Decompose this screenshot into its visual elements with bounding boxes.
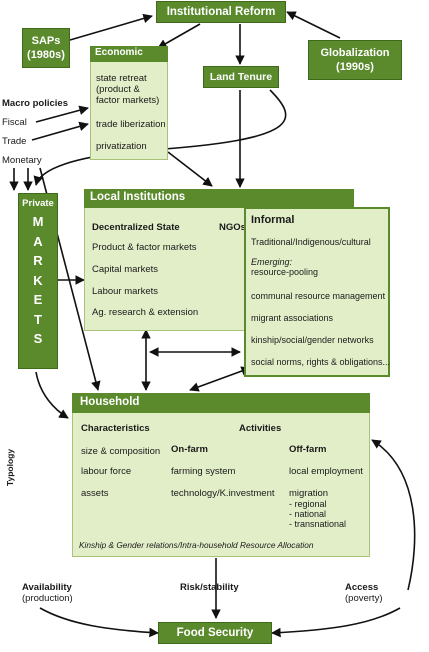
migration-sub-item: - national (289, 509, 327, 519)
activities-header: Activities (239, 423, 282, 434)
macro-policy-item: Monetary (2, 155, 42, 166)
markets-letter: A (33, 233, 43, 249)
institutional-reform-label: Institutional Reform (166, 6, 276, 18)
informal-emerging-label: Emerging: (251, 257, 293, 267)
household-box: Household Characteristics Activities siz… (72, 393, 370, 557)
off-farm-header: Off-farm (289, 444, 327, 455)
macro-policies-title: Macro policies (2, 98, 68, 109)
migration-sub-item: - regional (289, 499, 327, 509)
globalization-box: Globalization (1990s) (308, 40, 402, 80)
ngos-label: NGOs (219, 222, 246, 233)
informal-traditional: Traditional/Indigenous/cultural (251, 237, 371, 247)
availability-label: Availability (22, 582, 72, 593)
off-farm-item: local employment (289, 466, 363, 477)
economic-item: privatization (96, 141, 147, 152)
arrow-access-food (271, 607, 401, 638)
informal-title: Informal (251, 214, 295, 226)
saps-period: (1980s) (27, 49, 65, 61)
household-header: Household (72, 393, 370, 413)
migration-sub-item: - transnational (289, 519, 347, 529)
informal-item: communal resource management (251, 291, 386, 301)
economic-header: Economic (90, 46, 168, 62)
informal-item: migrant associations (251, 313, 334, 323)
economic-item: trade liberization (96, 119, 166, 130)
typology-label: Typology (5, 448, 16, 487)
informal-item: kinship/social/gender networks (251, 335, 374, 345)
household-footer: Kinship & Gender relations/Intra-househo… (79, 540, 314, 550)
markets-letter: K (33, 272, 43, 288)
informal-item: social norms, rights & obligations... (251, 357, 391, 367)
household-title: Household (80, 396, 140, 408)
economic-item: (product & (96, 84, 140, 95)
decentralized-state-label: Decentralized State (92, 222, 180, 233)
informal-item: resource-pooling (251, 267, 319, 277)
arrow-economic-local (167, 151, 213, 187)
characteristic-item: labour force (81, 466, 132, 477)
characteristic-item: size & composition (81, 446, 161, 457)
economic-box: Economic state retreat (product & factor… (90, 46, 168, 160)
markets-letter: S (33, 331, 43, 346)
markets-letter: R (33, 253, 43, 268)
saps-label: SAPs (31, 35, 61, 47)
on-farm-item: technology/K.investment (171, 488, 275, 499)
characteristic-item: assets (81, 488, 109, 499)
macro-policy-item: Fiscal (2, 117, 27, 128)
arrow-availability-food (39, 607, 159, 638)
access-label: Access (345, 582, 379, 593)
arrow-globalization-reform (286, 11, 341, 39)
local-institutions-header: Local Institutions (84, 189, 354, 208)
private-label: Private (22, 198, 54, 209)
globalization-label: Globalization (320, 47, 390, 59)
saps-box: SAPs (1980s) (22, 28, 70, 68)
economic-title: Economic (95, 47, 143, 58)
private-markets-box: Private M A R K E T S (18, 193, 58, 369)
access-sub: (poverty) (345, 593, 383, 604)
economic-item: factor markets) (96, 95, 160, 106)
land-tenure-box: Land Tenure (203, 66, 279, 88)
arrow-informal-household (189, 366, 251, 392)
markets-letter: E (33, 292, 43, 307)
off-farm-item: migration (289, 488, 329, 499)
markets-letter: T (34, 311, 42, 327)
arrow-fiscal-economic (35, 105, 89, 123)
markets-letter: M (32, 214, 44, 229)
local-institution-item: Capital markets (92, 264, 158, 275)
arrow-markets-household (35, 371, 69, 419)
on-farm-item: farming system (171, 466, 236, 477)
risk-stability-label: Risk/stability (180, 582, 239, 593)
arrow-loop-household (371, 439, 416, 591)
arrow-reform-economic (157, 23, 201, 49)
local-institution-item: Ag. research & extension (92, 307, 199, 318)
availability-sub: (production) (22, 593, 73, 604)
local-institution-item: Labour markets (92, 286, 159, 297)
informal-box: Informal Traditional/Indigenous/cultural… (244, 207, 390, 377)
food-security-box: Food Security (158, 622, 272, 644)
arrow-trade-economic (31, 121, 89, 141)
economic-item: state retreat (96, 73, 147, 84)
on-farm-header: On-farm (171, 444, 208, 455)
macro-policy-item: Trade (2, 136, 27, 147)
arrow-saps-reform (69, 13, 153, 41)
institutional-reform-box: Institutional Reform (156, 1, 286, 23)
food-security-label: Food Security (176, 627, 254, 639)
land-tenure-label: Land Tenure (209, 71, 273, 83)
globalization-period: (1990s) (336, 61, 374, 73)
local-institutions-title: Local Institutions (90, 191, 186, 203)
characteristics-header: Characteristics (81, 423, 150, 434)
local-institution-item: Product & factor markets (92, 242, 197, 253)
